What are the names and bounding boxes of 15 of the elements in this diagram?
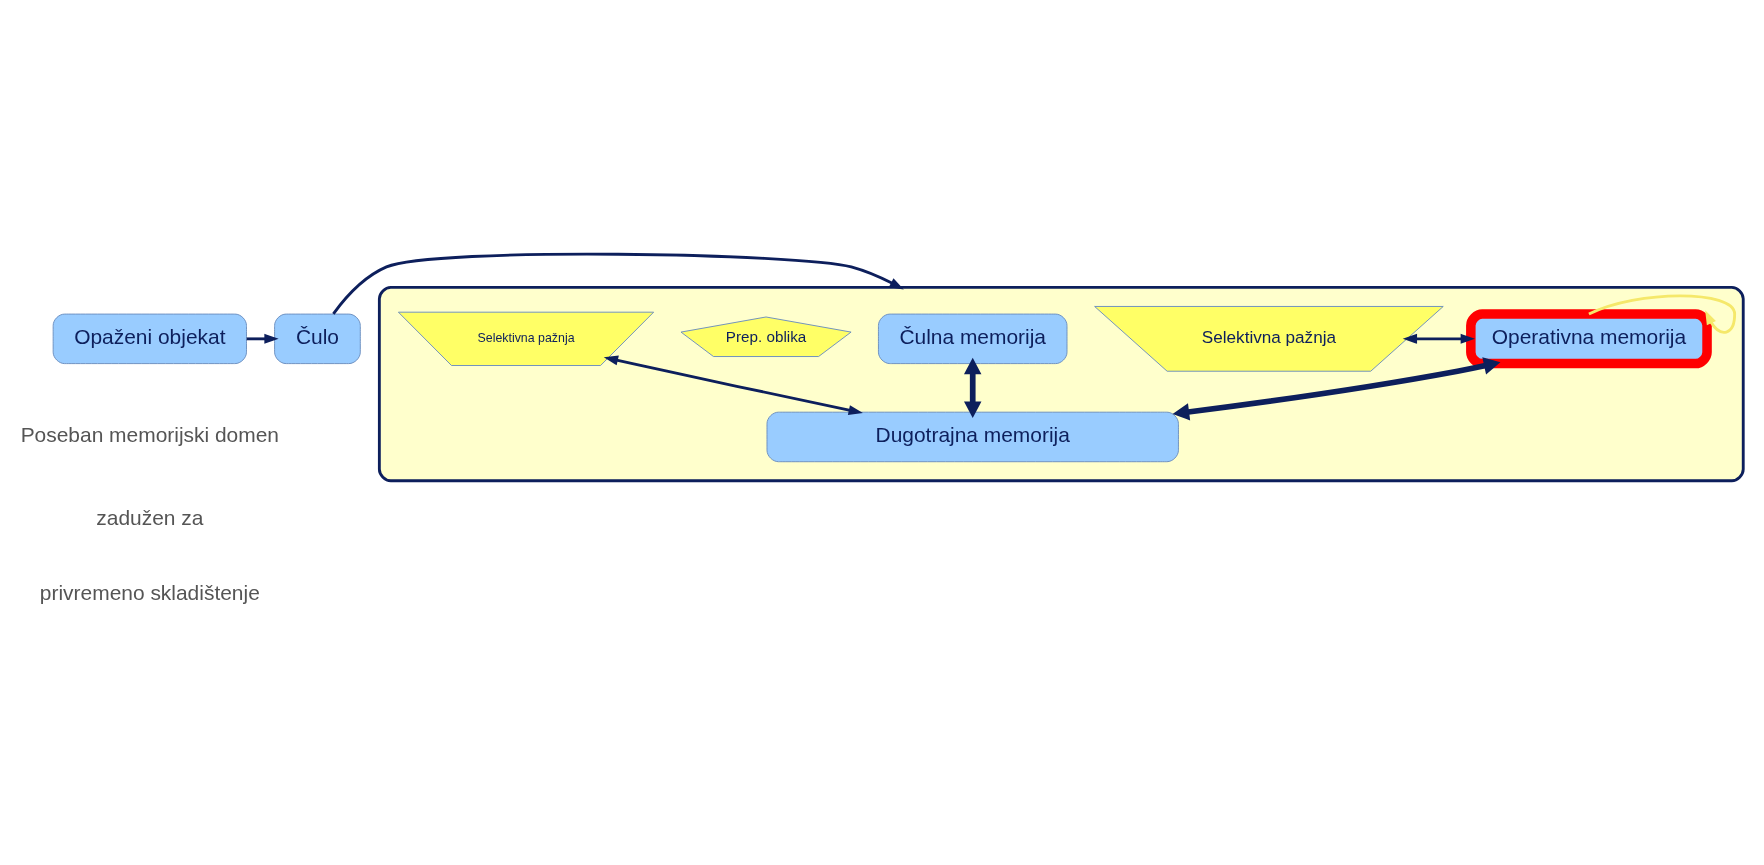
node-box: Čulna memorija [877,313,1068,364]
node-box: Dugotrajna memorija [766,411,1179,462]
node-box: Opaženi objekat [52,313,247,364]
label: privremeno skladištenje [39,580,260,604]
node-box: Operativna memorija [1466,308,1712,368]
cluster [377,285,1745,482]
arrow [1402,333,1475,344]
node-box: Čulo [274,313,361,364]
arrow [1172,356,1501,421]
arrow [603,355,863,415]
arrow [332,252,904,315]
label: Poseban memorijski domen [20,422,279,446]
arrow [964,357,982,418]
arrow [246,333,279,344]
label: zadužen za [96,505,204,529]
